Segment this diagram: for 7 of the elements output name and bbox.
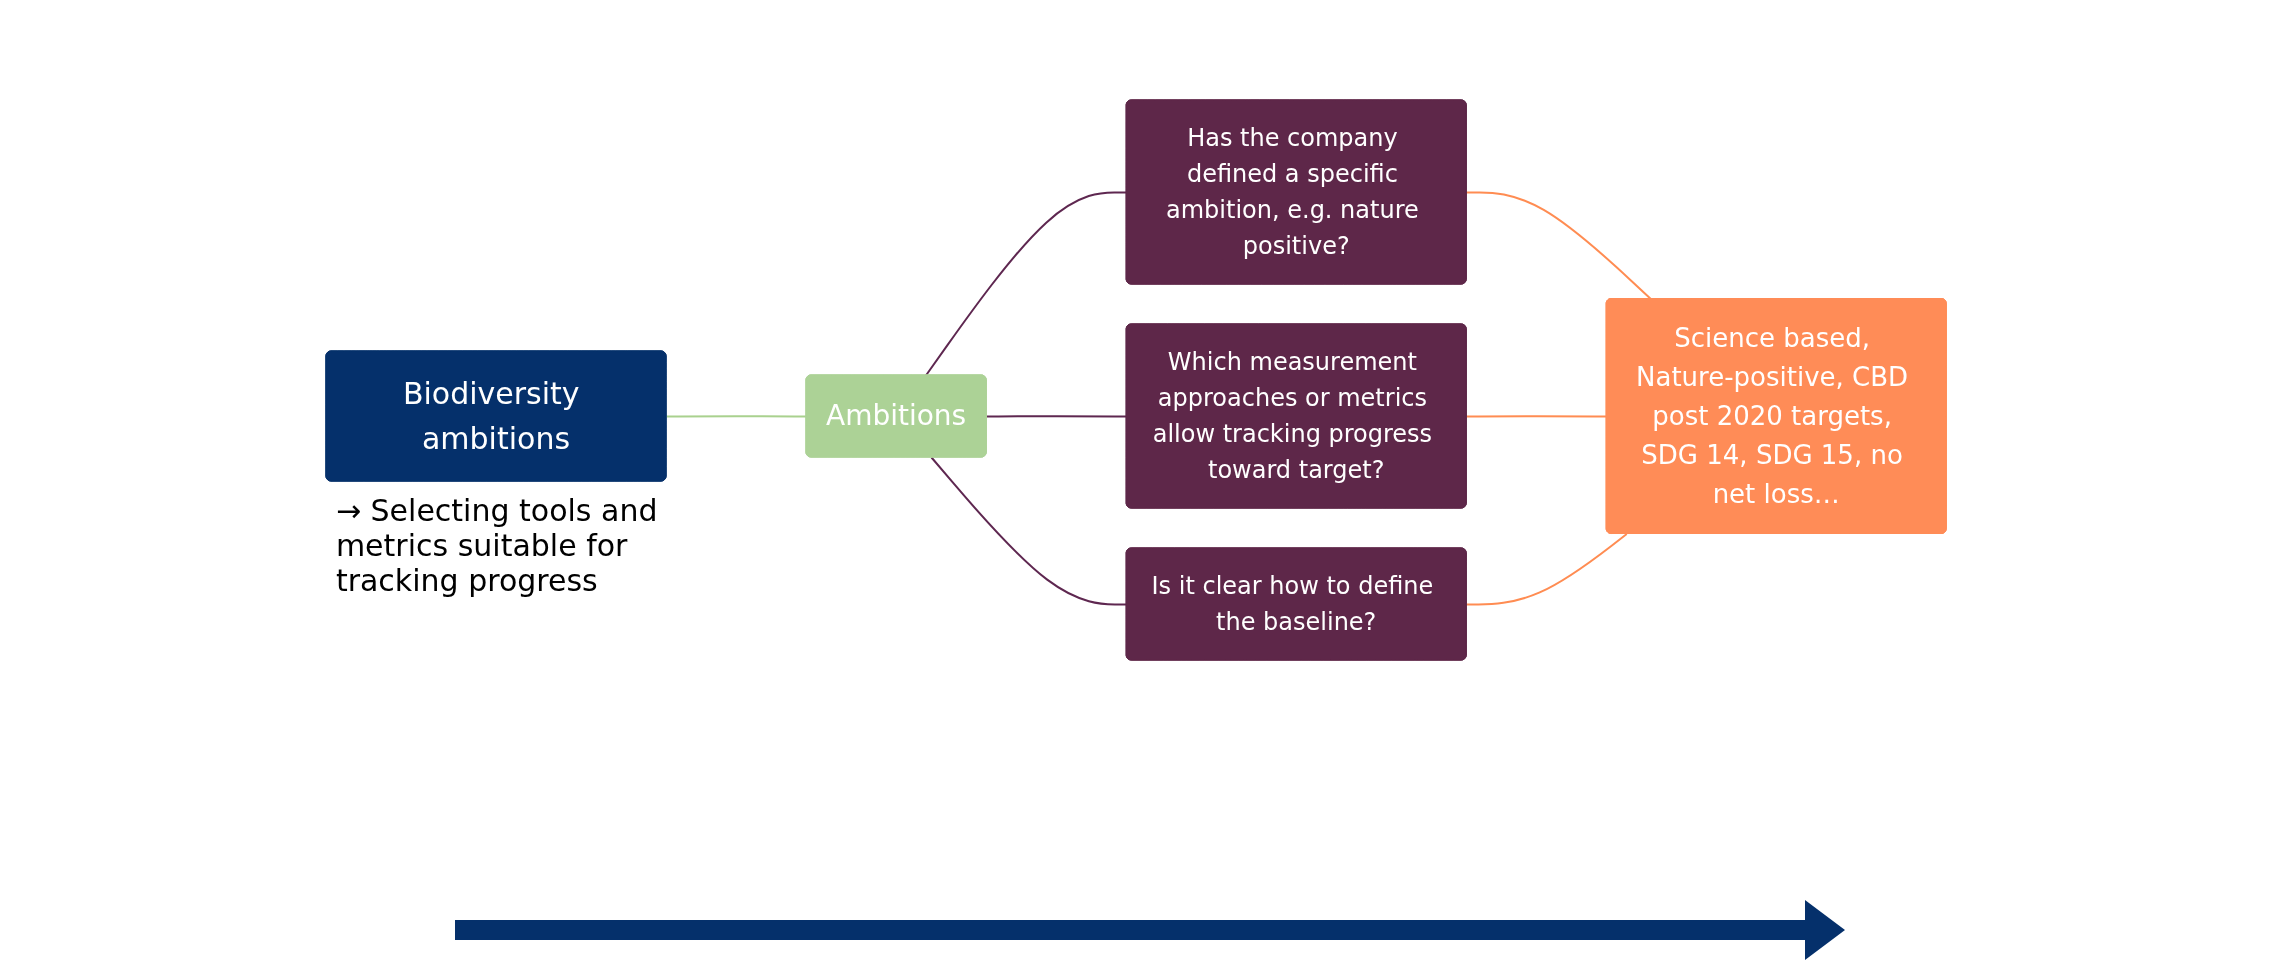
connector bbox=[930, 456, 1128, 606]
node-note: → Selecting tools and metrics suitable for tracking progress bbox=[335, 493, 659, 598]
connector bbox=[1465, 191, 1652, 300]
connector bbox=[924, 191, 1128, 377]
connector bbox=[1465, 415, 1608, 418]
connector bbox=[1465, 533, 1628, 606]
connector bbox=[985, 415, 1128, 418]
